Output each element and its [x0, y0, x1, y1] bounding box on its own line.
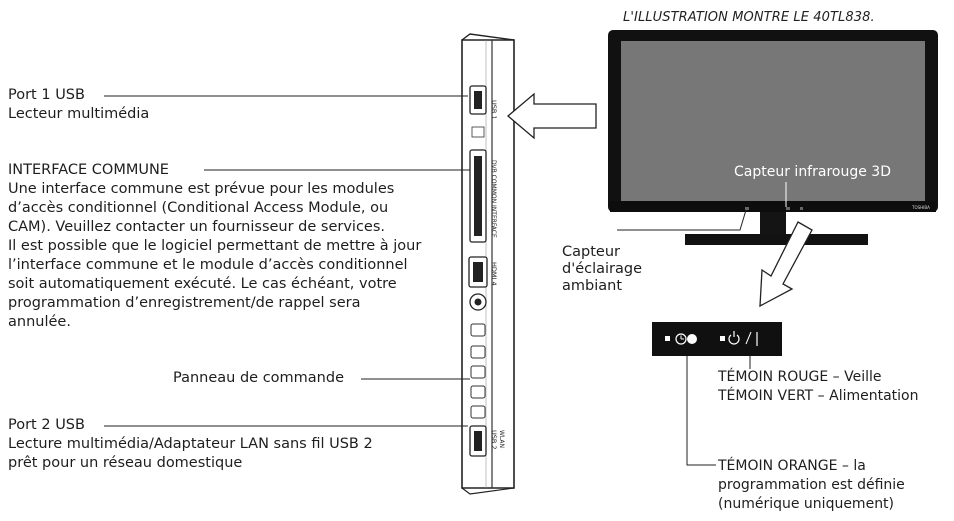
usb1-callout: Port 1 USB Lecteur multimédia	[8, 86, 149, 124]
ir-sensor-label: Capteur infrarouge 3D	[734, 164, 891, 180]
control-buttons	[470, 323, 486, 419]
tv-brand: TOSHIBA	[911, 205, 930, 210]
illustration-caption: L'ILLUSTRATION MONTRE LE 40TL838.	[623, 10, 875, 25]
ci-title: INTERFACE COMMUNE	[8, 162, 169, 178]
orange-led	[665, 336, 670, 341]
leader-lines	[104, 95, 470, 427]
orange-leader	[686, 356, 716, 466]
usb2-title: Port 2 USB	[8, 417, 85, 433]
tv-stand	[685, 234, 868, 245]
ci-callout: INTERFACE COMMUNE Une interface commune …	[8, 161, 421, 332]
ambient-leader	[617, 209, 747, 231]
usb1-desc: Lecteur multimédia	[8, 106, 150, 122]
tv: TOSHIBA	[608, 30, 938, 245]
usb1-title: Port 1 USB	[8, 87, 85, 103]
orange-led-text: programmation est définie	[718, 477, 905, 493]
ci-line: soit automatiquement exécuté. Le cas éch…	[8, 276, 397, 292]
green-led-text: TÉMOIN VERT – Alimentation	[718, 388, 919, 404]
control-panel-label: Panneau de commande	[173, 370, 344, 386]
tv-screen	[621, 41, 925, 201]
ambient-sensor-label: Capteur d'éclairage ambiant	[562, 244, 642, 295]
orange-led-text: (numérique uniquement)	[718, 496, 895, 512]
ci-line: Il est possible que le logiciel permetta…	[8, 238, 422, 254]
usb2-line: prêt pour un réseau domestique	[8, 455, 243, 471]
ambient-line: d'éclairage	[562, 261, 642, 277]
ambient-line: Capteur	[562, 244, 620, 260]
clock-icon	[675, 333, 687, 345]
orange-led-text: TÉMOIN ORANGE – la	[718, 458, 866, 474]
ambient-line: ambiant	[562, 278, 623, 294]
usb2-callout: Port 2 USB Lecture multimédia/Adaptateur…	[8, 416, 373, 473]
panel-label-wlan: WLAN	[498, 430, 505, 448]
red-green-led	[720, 336, 725, 341]
ci-line: programmation d’enregistrement/de rappel…	[8, 295, 361, 311]
ci-line: CAM). Veuillez contacter un fournisseur …	[8, 219, 386, 235]
card-icon	[471, 126, 485, 138]
panel-label-usb1: USB 1	[490, 100, 498, 120]
panel-label-ci: DVB COMMON INTERFACE	[490, 160, 497, 238]
ci-line: Une interface commune est prévue pour le…	[8, 181, 395, 197]
power-icon	[728, 334, 740, 345]
arrow-to-indicator	[759, 221, 813, 308]
tv-side-panel	[461, 33, 515, 495]
panel-label-hdmi: HDMI 4	[490, 262, 498, 286]
arrow-to-panel	[506, 92, 597, 140]
red-led-text: TÉMOIN ROUGE – Veille	[718, 369, 882, 385]
panel-label-usb2: USB 2	[490, 430, 498, 450]
orange-legend: TÉMOIN ORANGE – la programmation est déf…	[718, 457, 905, 514]
indicator-panel	[652, 322, 782, 356]
usb2-line: Lecture multimédia/Adaptateur LAN sans f…	[8, 436, 373, 452]
ci-line: d’accès conditionnel (Conditional Access…	[8, 200, 389, 216]
red-green-legend: TÉMOIN ROUGE – Veille TÉMOIN VERT – Alim…	[718, 368, 919, 406]
ci-line: l’interface commune et le module d’accès…	[8, 257, 408, 273]
ci-line: annulée.	[8, 314, 71, 330]
